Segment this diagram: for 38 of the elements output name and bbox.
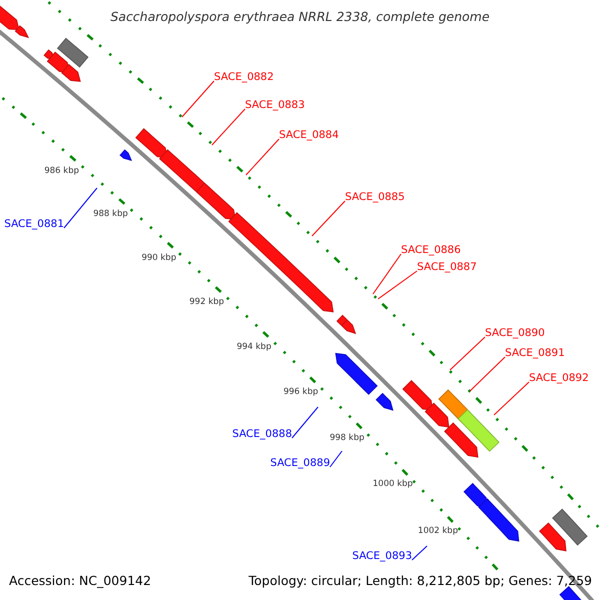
- leader-line: [378, 270, 418, 300]
- gene-label: SACE_0885: [345, 191, 405, 203]
- gene-label: SACE_0884: [279, 129, 339, 141]
- leader-line: [182, 80, 214, 118]
- leader-line: [330, 450, 342, 468]
- coordinate-label: 996 kbp: [284, 387, 318, 397]
- coordinate-label: 990 kbp: [142, 252, 176, 263]
- gene-label: SACE_0883: [245, 99, 305, 111]
- gene-label: SACE_0886: [401, 244, 461, 256]
- leader-line: [470, 356, 506, 392]
- gene-label: SACE_0890: [485, 327, 545, 339]
- coordinate-label: 1002 kbp: [418, 526, 458, 536]
- gene-label: SACE_0889: [270, 457, 330, 469]
- leader-line: [494, 382, 530, 416]
- leader-line: [312, 200, 346, 236]
- info-text: Topology: circular; Length: 8,212,805 bp; Genes: 7,259: [248, 573, 592, 588]
- coordinate-label: 988 kbp: [93, 209, 128, 220]
- leader-line: [212, 108, 246, 146]
- coordinate-label: 1000 kbp: [372, 479, 413, 490]
- leader-line: [412, 546, 428, 560]
- coordinate-label: 998 kbp: [330, 432, 364, 443]
- gene-label: SACE_0891: [505, 347, 565, 359]
- leader-line: [292, 406, 318, 438]
- gene-label: SACE_0882: [214, 71, 274, 83]
- gene-label: SACE_0887: [417, 261, 477, 273]
- gene-label: SACE_0893: [352, 550, 412, 562]
- gene-label: SACE_0892: [529, 372, 589, 384]
- leader-line: [246, 138, 280, 176]
- leader-line: [64, 188, 98, 228]
- leader-line: [450, 336, 486, 370]
- coordinate-label: 986 kbp: [44, 166, 79, 176]
- gene-label: SACE_0881: [4, 218, 64, 230]
- leader-line: [372, 254, 402, 294]
- coordinate-label: 994 kbp: [236, 342, 272, 352]
- title: Saccharopolyspora erythraea NRRL 2338, complete genome: [109, 9, 491, 24]
- gene-label: SACE_0888: [232, 428, 292, 440]
- info-text: Accession: NC_009142: [9, 573, 152, 588]
- coordinate-label: 992 kbp: [189, 296, 224, 307]
